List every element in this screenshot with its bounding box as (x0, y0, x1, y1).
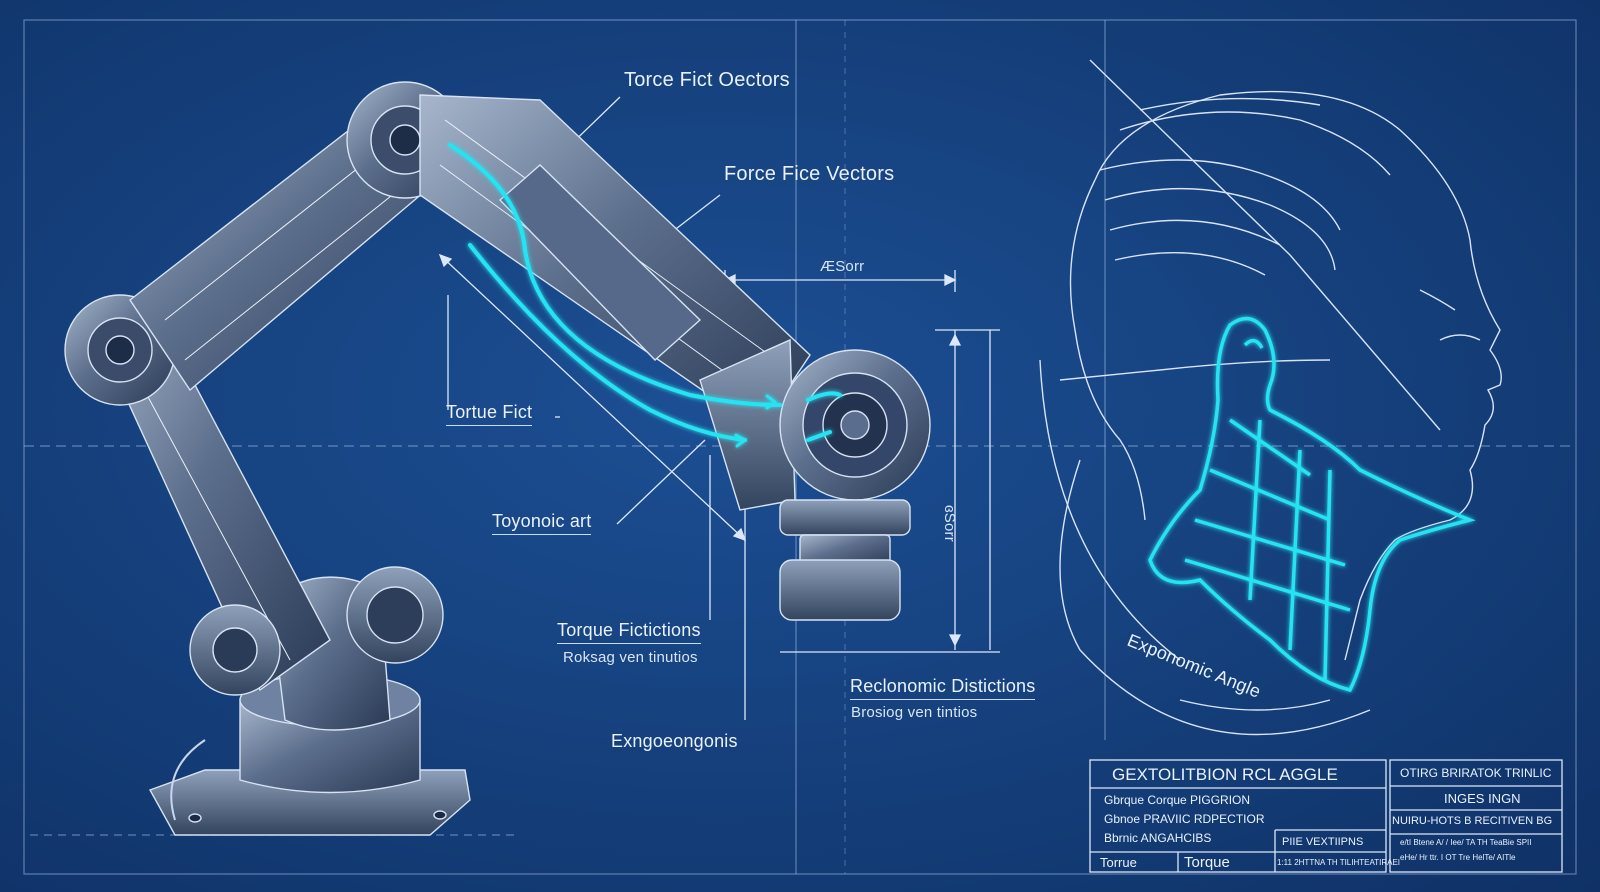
head-profile (1039, 59, 1502, 736)
force-vectors (448, 143, 842, 448)
label-force-vectors-top: Torce Fict Oectors (624, 69, 790, 91)
label-torque-flict: Tortue Fict (446, 402, 533, 426)
robot-arm (64, 81, 931, 836)
label-torque-frictions: Torque Fictictions (557, 620, 701, 644)
label-engonomics: Exngoeongonis (611, 731, 738, 751)
title-block-right-row-1: INGES INGN (1444, 791, 1521, 806)
title-block-grid (1089, 759, 1563, 873)
title-block-sub-footer: 1:11 2HTTNA TH TILIHTEATIRAEI (1277, 858, 1400, 867)
title-block-right-title: OTIRG BRIRATOK TRINLIC (1400, 766, 1552, 780)
title-block-row-3: Bbrnic ANGAHCIBS (1104, 831, 1212, 845)
label-dimension-horizontal: ÆSorr (820, 258, 865, 275)
label-dimension-vertical: ɞSorr (941, 505, 958, 542)
title-block-row-2: Gbnoe PRAVIIC RDPECTIOR (1104, 812, 1265, 826)
label-reclonomic-distictions: Reclonomic Distictions (850, 676, 1036, 700)
label-toyonomic-art: Toyonoic art (492, 511, 592, 535)
arm-tool-head (779, 559, 901, 621)
arm-tool-flange (779, 499, 911, 536)
title-block-sub-header: PIIE VEXTIIPNS (1282, 836, 1364, 848)
title-block-right-row-2: NUIRU-HOTS B RECITIVEN BG (1392, 815, 1553, 827)
title-block-row-1: Gbrque Corque PIGGRION (1104, 793, 1251, 807)
title-block-right-row-4: eHe/ Hr ttr. I OT Tre HelTe/ AITle (1400, 853, 1516, 862)
title-block-footer-left: Torrue (1100, 855, 1137, 870)
label-force-vectors-mid: Force Fice Vectors (724, 163, 895, 185)
title-block-right-row-3: e/tI Btene A/ / Iee/ TA TH TeaBie SPII (1400, 838, 1532, 847)
title-block-title: GEXTOLITBION RCL AGGLE (1112, 765, 1338, 784)
label-torque-frictions-sub: Roksag ven tinutios (563, 649, 698, 666)
title-block-footer-mid: Torque (1184, 854, 1230, 871)
ear-and-neck-highlight (1148, 316, 1476, 693)
label-reclonomic-sub: Brosiog ven tintios (851, 704, 978, 721)
